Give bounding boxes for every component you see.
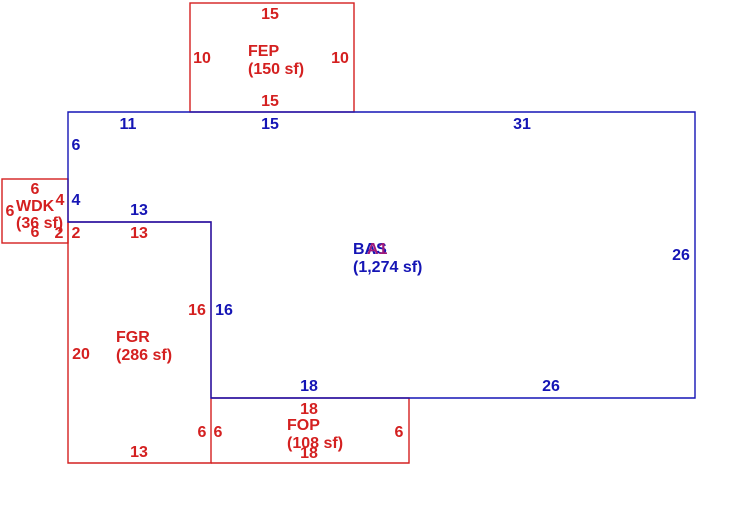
bas-dim-top-b: 15 xyxy=(261,116,279,133)
bas-dim-left-upper: 6 xyxy=(72,137,81,154)
fop-dim-top: 18 xyxy=(300,401,318,418)
fgr-labels: 2 13 16 20 6 13 FGR (286 sf) xyxy=(72,225,207,461)
wdk-dim-right-low: 2 xyxy=(55,225,64,242)
bas-dim-top-c: 31 xyxy=(513,116,531,133)
bas-labels: 11 15 31 6 4 13 26 16 18 26 BAS A1 (1,27… xyxy=(72,116,690,395)
wdk-area: (36 sf) xyxy=(16,215,63,232)
fep-dim-left: 10 xyxy=(193,50,211,67)
wdk-dim-left: 6 xyxy=(6,203,15,220)
fop-dim-left: 6 xyxy=(214,424,223,441)
fop-area: (108 sf) xyxy=(287,435,343,452)
wdk-dim-right: 4 xyxy=(56,192,65,209)
fep-area: (150 sf) xyxy=(248,61,304,78)
fgr-dim-right-low: 6 xyxy=(198,424,207,441)
bas-dim-left-mid: 4 xyxy=(72,192,81,209)
bas-dim-top-a: 11 xyxy=(120,116,137,133)
wdk-dim-top: 6 xyxy=(31,181,40,198)
bas-dim-step: 13 xyxy=(130,202,148,219)
fep-code: FEP xyxy=(248,43,279,60)
fep-labels: 15 10 10 15 FEP (150 sf) xyxy=(193,6,349,110)
fgr-dim-right: 16 xyxy=(188,302,206,319)
fgr-area: (286 sf) xyxy=(116,347,172,364)
fgr-dim-top: 13 xyxy=(130,225,148,242)
bas-dim-bottom-b: 26 xyxy=(542,378,560,395)
fop-dim-bottom: 18 xyxy=(300,445,318,462)
bas-dim-bottom-a: 18 xyxy=(300,378,318,395)
fep-dim-right: 10 xyxy=(331,50,349,67)
fgr-code: FGR xyxy=(116,329,150,346)
fep-dim-top: 15 xyxy=(261,6,279,23)
fop-code: FOP xyxy=(287,417,320,434)
bas-dim-inner-vertical: 16 xyxy=(215,302,233,319)
fep-dim-bottom: 15 xyxy=(261,93,279,110)
wdk-code: WDK xyxy=(16,198,55,215)
bas-area: (1,274 sf) xyxy=(353,259,422,276)
fop-labels: 18 6 6 18 FOP (108 sf) xyxy=(214,401,404,462)
wdk-labels: 6 6 4 6 2 WDK (36 sf) xyxy=(6,181,65,242)
bas-overlap-code: A1 xyxy=(367,241,388,258)
fgr-dim-left-edge: 2 xyxy=(72,225,81,242)
bas-dim-right: 26 xyxy=(672,247,690,264)
bas-code: BAS xyxy=(353,241,387,258)
fop-dim-right: 6 xyxy=(395,424,404,441)
fgr-dim-left: 20 xyxy=(72,346,90,363)
bas-outline xyxy=(67,111,696,399)
fgr-dim-bottom: 13 xyxy=(130,444,148,461)
wdk-dim-bottom: 6 xyxy=(31,224,40,241)
